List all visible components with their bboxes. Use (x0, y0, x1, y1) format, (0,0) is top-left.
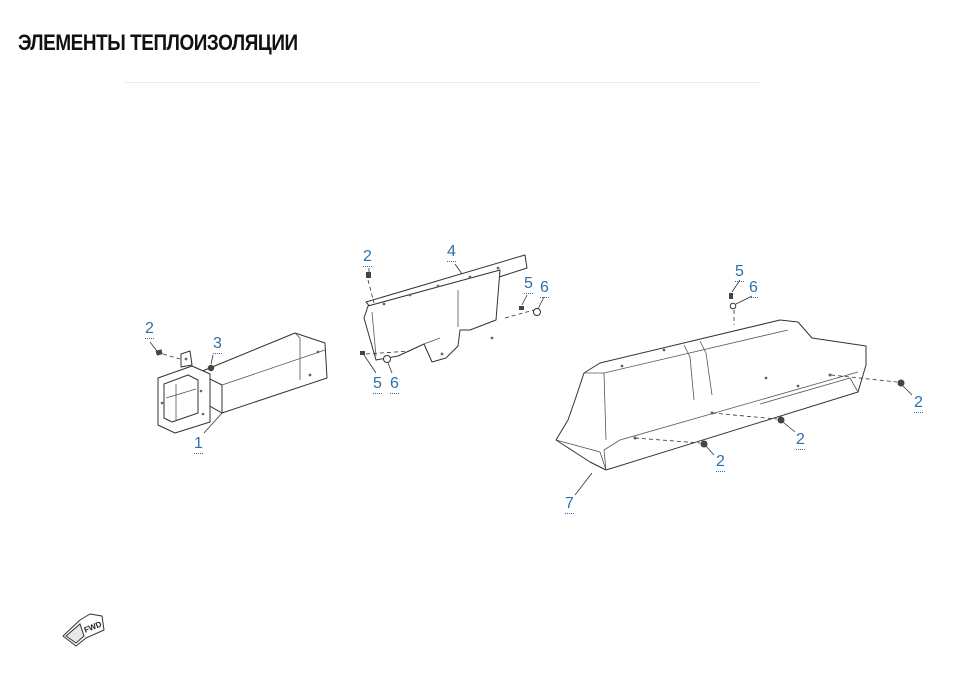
callout-6-washer-right[interactable]: 6 (540, 279, 549, 298)
callout-4-bracket[interactable]: 4 (447, 243, 456, 262)
callout-2-nut-middle[interactable]: 2 (796, 431, 805, 450)
callout-3-clip[interactable]: 3 (213, 335, 222, 354)
callout-7-exhaust-shield[interactable]: 7 (565, 495, 574, 514)
callout-2-bracket-bolt[interactable]: 2 (363, 248, 372, 267)
fastener-screw-washer-5-6-left (360, 350, 411, 363)
fastener-bolt-2a (155, 349, 181, 360)
part-7-exhaust-shield (555, 319, 867, 471)
title-divider (125, 82, 760, 83)
fastener-screw-washer-5-6-top (729, 293, 737, 325)
part-1-duct-shield (157, 332, 328, 434)
callout-2-bolt[interactable]: 2 (145, 320, 154, 339)
fastener-nut-2e (634, 437, 708, 448)
callout-1-duct[interactable]: 1 (194, 435, 203, 454)
part-4-shield-bracket (363, 254, 528, 363)
callout-5-screw-top[interactable]: 5 (735, 263, 744, 282)
page-title: ЭЛЕМЕНТЫ ТЕПЛОИЗОЛЯЦИИ (18, 30, 298, 55)
callout-5-screw-right[interactable]: 5 (524, 275, 533, 294)
callout-2-nut-near[interactable]: 2 (716, 453, 725, 472)
leader-lines (149, 263, 913, 496)
fwd-direction-arrow: FWD (62, 613, 105, 647)
callout-6-washer-top[interactable]: 6 (749, 279, 758, 298)
callout-5-screw-left[interactable]: 5 (373, 375, 382, 394)
fastener-nut-2d (711, 412, 785, 424)
fastener-bolt-2b (366, 272, 375, 304)
callout-2-nut-far[interactable]: 2 (914, 394, 923, 413)
fastener-clip-3 (207, 354, 215, 372)
fastener-screw-washer-5-6-right (504, 306, 541, 319)
fastener-nut-2c (830, 374, 905, 387)
callout-6-washer-left[interactable]: 6 (390, 375, 399, 394)
